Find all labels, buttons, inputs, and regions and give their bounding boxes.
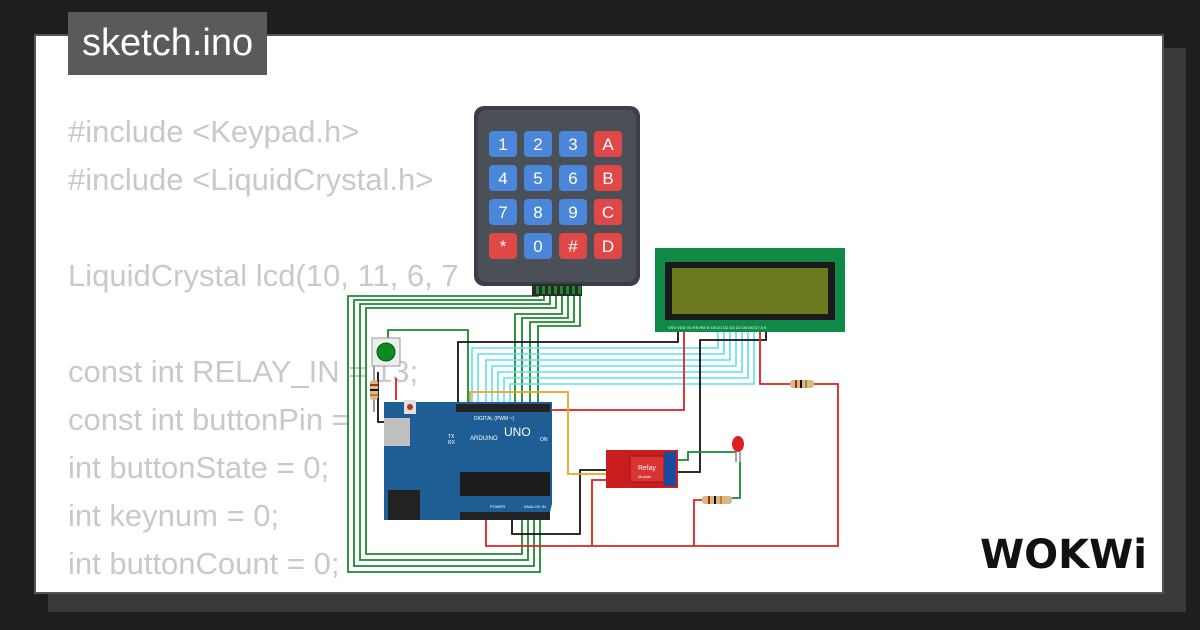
relay-module[interactable]: Relay Module [606,450,678,488]
keypad-key-label: 7 [498,203,507,222]
lcd-display[interactable]: VSS VDD V0 RS RW E D0 D1 D2 D3 D4 D5 D6 … [655,248,845,332]
keypad-key-label: 3 [568,135,577,154]
filename-tab[interactable]: sketch.ino [68,12,268,75]
code-line: #include <LiquidCrystal.h> [68,162,434,197]
push-button[interactable] [371,337,401,367]
keypad-key-label: 9 [568,203,577,222]
tx-label: TX [448,434,455,440]
lcd-resistor [790,380,814,388]
code-line: const int buttonPin = [68,402,359,437]
keypad-key-label: B [602,169,613,188]
keypad-key-label: 2 [533,135,542,154]
keypad-key[interactable]: 7 [489,199,517,225]
digital-label: DIGITAL (PWM ~) [474,416,514,422]
keypad-key[interactable]: 2 [524,131,552,157]
keypad-key[interactable]: A [594,131,622,157]
keypad-key-label: C [602,203,614,222]
logo-text: WOKWi [980,532,1147,574]
code-line: int keynum = 0; [68,498,280,533]
keypad-key[interactable]: 1 [489,131,517,157]
keypad-key[interactable]: D [594,233,622,259]
on-label: ON [540,437,548,443]
arduino-brand: ARDUINO [470,436,498,442]
keypad-key[interactable]: 3 [559,131,587,157]
keypad-key[interactable]: 9 [559,199,587,225]
relay-label: Relay [638,465,656,472]
code-line: int buttonState = 0; [68,450,330,485]
keypad-key[interactable]: 6 [559,165,587,191]
keypad-key-label: * [500,237,507,256]
keypad-key-label: 4 [498,169,507,188]
keypad-key-label: D [602,237,614,256]
keypad-key-label: 5 [533,169,542,188]
arduino-uno[interactable]: DIGITAL (PWM ~) ARDUINO UNO ON TX RX POW… [384,400,552,520]
led[interactable] [732,436,744,462]
keypad-key[interactable]: B [594,165,622,191]
keypad-key[interactable]: 4 [489,165,517,191]
uno-label: UNO [504,425,531,439]
button-resistor [370,366,378,412]
keypad-key-label: 1 [498,135,507,154]
keypad[interactable]: 1 2 3 A 4 5 6 B 7 8 9 C * 0 # D [474,106,640,296]
code-line: #include <Keypad.h> [68,114,360,149]
led-resistor [702,496,732,504]
lcd-data-wires [471,330,755,406]
code-line: LiquidCrystal lcd(10, 11, 6, 7 [68,258,459,293]
relay-sublabel: Module [638,474,652,479]
keypad-key-label: A [602,135,614,154]
code-preview: #include <Keypad.h> #include <LiquidCryst… [68,108,459,592]
wokwi-logo: WOKWi [980,532,1147,574]
keypad-key[interactable]: # [559,233,587,259]
keypad-key[interactable]: 8 [524,199,552,225]
lcd-pin-labels: VSS VDD V0 RS RW E D0 D1 D2 D3 D4 D5 D6 … [668,325,767,330]
power-label: POWER [490,504,505,509]
code-line: int buttonCount = 0; [68,546,340,581]
keypad-key[interactable]: * [489,233,517,259]
keypad-key-label: # [568,237,578,256]
keypad-key-label: 6 [568,169,577,188]
keypad-key-label: 8 [533,203,542,222]
keypad-key[interactable]: 5 [524,165,552,191]
keypad-key[interactable]: C [594,199,622,225]
analog-label: ANALOG IN [524,504,546,509]
relay-signal-wire [469,391,612,475]
keypad-key-label: 0 [533,237,542,256]
keypad-key[interactable]: 0 [524,233,552,259]
rx-label: RX [448,440,456,446]
